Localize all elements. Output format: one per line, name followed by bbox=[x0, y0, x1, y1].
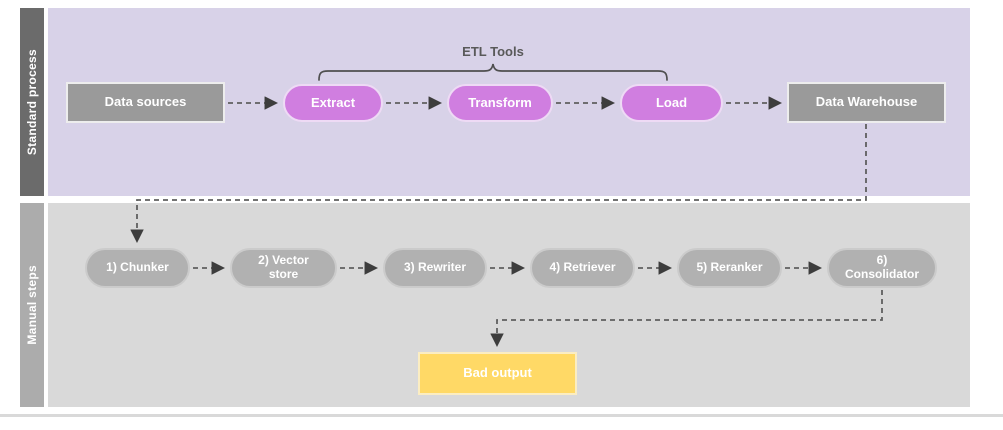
node-vector-store: 2) Vector store bbox=[230, 248, 337, 288]
node-load-label: Load bbox=[655, 94, 688, 110]
lane-band-manual-steps: Manual steps bbox=[20, 203, 44, 407]
node-vector-store-label: 2) Vector store bbox=[258, 253, 309, 281]
lane-label-manual-steps: Manual steps bbox=[25, 265, 39, 345]
node-extract: Extract bbox=[283, 84, 383, 122]
etl-tools-label: ETL Tools bbox=[462, 44, 524, 59]
node-data-warehouse: Data Warehouse bbox=[787, 82, 946, 123]
node-bad-output-label: Bad output bbox=[463, 365, 532, 381]
node-extract-label: Extract bbox=[310, 94, 356, 110]
node-retriever: 4) Retriever bbox=[530, 248, 635, 288]
node-rewriter: 3) Rewriter bbox=[383, 248, 487, 288]
lane-label-standard-process: Standard process bbox=[25, 48, 39, 156]
node-chunker-label: 1) Chunker bbox=[106, 260, 169, 275]
node-rewriter-label: 3) Rewriter bbox=[403, 260, 467, 275]
bottom-divider bbox=[0, 414, 1003, 417]
node-retriever-label: 4) Retriever bbox=[549, 260, 616, 275]
lane-band-standard-process: Standard process bbox=[20, 8, 44, 196]
node-data-sources: Data sources bbox=[66, 82, 225, 123]
node-transform: Transform bbox=[447, 84, 553, 122]
node-chunker: 1) Chunker bbox=[85, 248, 190, 288]
node-bad-output: Bad output bbox=[418, 352, 577, 395]
node-reranker-label: 5) Reranker bbox=[696, 260, 763, 275]
node-data-warehouse-label: Data Warehouse bbox=[815, 94, 918, 110]
node-reranker: 5) Reranker bbox=[677, 248, 782, 288]
node-transform-label: Transform bbox=[468, 94, 532, 110]
node-load: Load bbox=[620, 84, 723, 122]
node-data-sources-label: Data sources bbox=[104, 94, 187, 110]
node-consolidator: 6) Consolidator bbox=[827, 248, 937, 288]
node-consolidator-label: 6) Consolidator bbox=[845, 253, 919, 281]
